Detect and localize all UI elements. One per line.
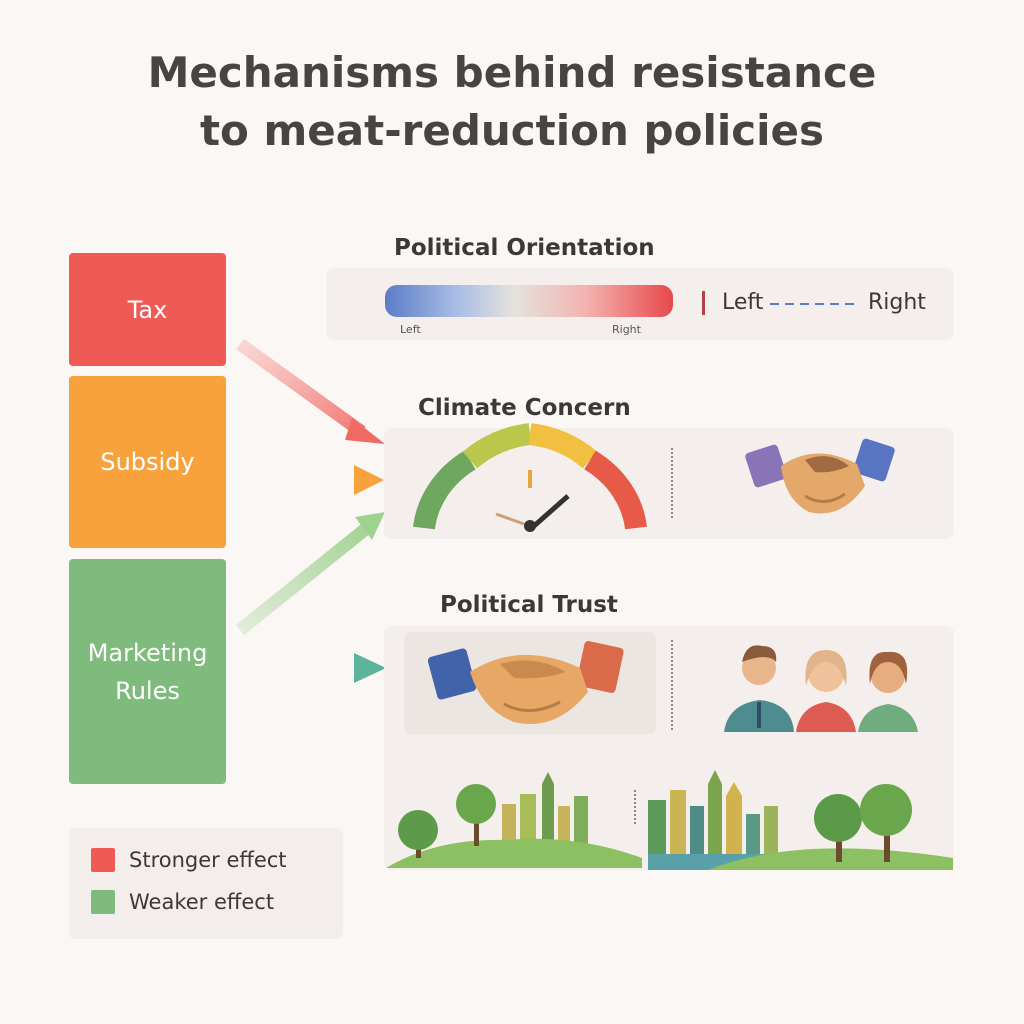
policy-tax-label: Tax (127, 295, 168, 324)
gauge-icon (413, 423, 647, 532)
legend-label-stronger: Stronger effect (129, 848, 287, 872)
arrow-subsidy-to-climate (236, 465, 384, 495)
political-orientation-heading: Political Orientation (394, 235, 655, 261)
spectrum-tick-left: Left (400, 323, 421, 336)
legend: Stronger effect Weaker effect (69, 828, 343, 939)
page-title: Mechanisms behind resistance to meat-red… (0, 44, 1024, 160)
park-landscape-icon (386, 772, 642, 868)
policy-subsidy-box: Subsidy (69, 376, 226, 548)
legend-item-weaker: Weaker effect (91, 890, 274, 914)
policy-marketing-rules-label: Marketing Rules (87, 638, 208, 705)
climate-concern-heading: Climate Concern (418, 395, 631, 421)
climate-divider (671, 448, 675, 518)
city-landscape-icon (648, 770, 953, 870)
people-icon (724, 645, 918, 732)
arrow-tax-to-climate (236, 338, 385, 444)
arrow-marketing-to-climate (235, 512, 385, 636)
legend-swatch-weaker (91, 890, 115, 914)
handshake-icon (427, 641, 624, 724)
political-trust-heading: Political Trust (440, 592, 618, 618)
scale-left-label: Left (722, 290, 764, 315)
legend-swatch-stronger (91, 848, 115, 872)
legend-label-weaker: Weaker effect (129, 890, 275, 914)
title-line-1: Mechanisms behind resistance (147, 48, 877, 97)
policy-tax-box: Tax (69, 253, 226, 366)
scale-marker (702, 291, 705, 315)
landscape-divider (634, 790, 638, 824)
title-line-2: to meat-reduction policies (199, 106, 825, 155)
scale-dashed-line (770, 303, 860, 305)
arrow-marketing-to-trust (236, 653, 386, 683)
handshake-icon (745, 438, 895, 514)
political-spectrum-bar (385, 285, 673, 317)
spectrum-tick-right: Right (612, 323, 641, 336)
legend-item-stronger: Stronger effect (91, 848, 287, 872)
trust-divider (671, 640, 675, 730)
scale-right-label: Right (868, 290, 926, 315)
policy-subsidy-label: Subsidy (100, 448, 195, 476)
policy-marketing-rules-box: Marketing Rules (69, 559, 226, 784)
